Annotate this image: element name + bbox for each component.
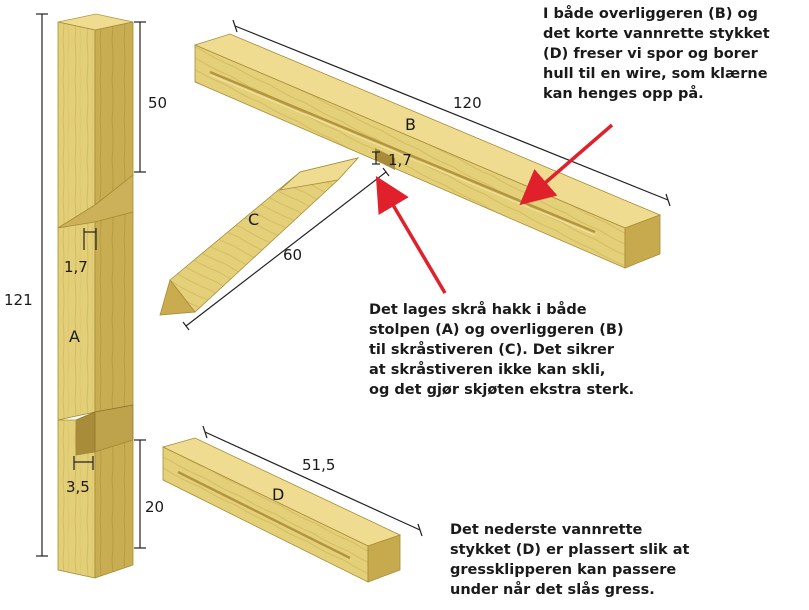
note-bottom-piece: Det nederste vannrette stykket (D) er pl… [450,522,690,598]
arrow-to-groove [519,123,614,206]
dimension-lines [36,13,671,557]
dim-post-height: 121 [4,291,33,309]
piece-d [161,437,402,583]
dim-beam-notch: 1,7 [388,151,412,169]
note-notch: Det lages skrå hakk i både stolpen (A) o… [369,302,635,398]
arrows [375,123,614,294]
part-label-d: D [272,485,284,504]
dim-post-bottom: 20 [145,498,164,516]
note-groove: I både overliggeren (B) og det korte van… [543,6,770,102]
dim-brace-length: 60 [283,246,302,264]
part-label-c: C [248,210,259,229]
arrow-to-notch [375,175,447,294]
part-label-b: B [405,115,416,134]
dim-post-bottom-notch: 3,5 [66,478,90,496]
post-a [57,13,134,579]
dim-beam-length: 120 [453,94,482,112]
dim-post-notch: 1,7 [64,258,88,276]
brace-c [159,157,360,316]
dim-piece-d-length: 51,5 [302,456,335,474]
dim-post-top: 50 [148,94,167,112]
part-label-a: A [69,327,80,346]
